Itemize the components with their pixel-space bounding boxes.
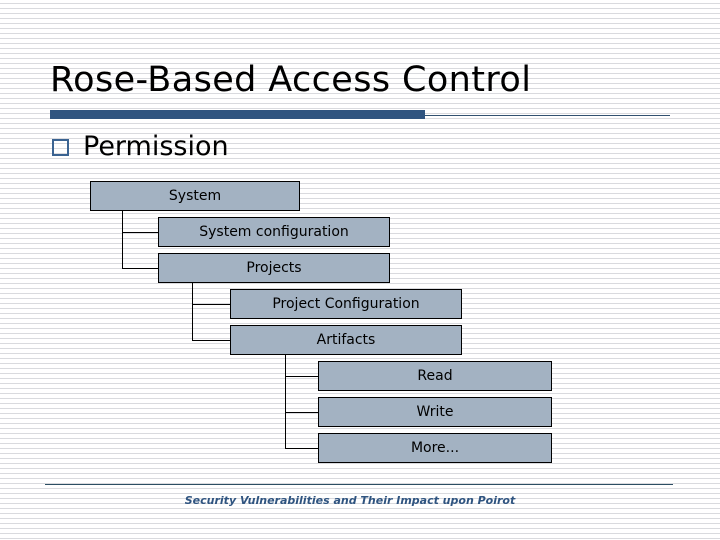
page-title: Rose-Based Access Control [50,60,532,100]
diagram-node-system-configuration[interactable]: System configuration [158,217,390,247]
hollow-square-bullet-icon [52,138,69,156]
edge-artifacts-to-write [285,355,318,413]
footer-divider [45,484,673,485]
diagram-node-projects[interactable]: Projects [158,253,390,283]
edge-projects-to-artifacts [192,283,230,341]
bullet-item-permission: Permission [52,130,229,164]
diagram-node-project-configuration[interactable]: Project Configuration [230,289,462,319]
title-underline-bar [50,110,425,119]
diagram-node-more[interactable]: More... [318,433,552,463]
diagram-node-read[interactable]: Read [318,361,552,391]
edge-system-to-system-configuration [122,211,158,233]
diagram-node-write[interactable]: Write [318,397,552,427]
bullet-item-label: Permission [83,131,229,162]
diagram-node-system[interactable]: System [90,181,300,211]
footer-text: Security Vulnerabilities and Their Impac… [184,494,516,507]
edge-projects-to-project-configuration [192,283,230,305]
edge-artifacts-to-read [285,355,318,377]
diagram-node-artifacts[interactable]: Artifacts [230,325,462,355]
edge-artifacts-to-more [285,355,318,449]
edge-system-to-projects [122,211,158,269]
